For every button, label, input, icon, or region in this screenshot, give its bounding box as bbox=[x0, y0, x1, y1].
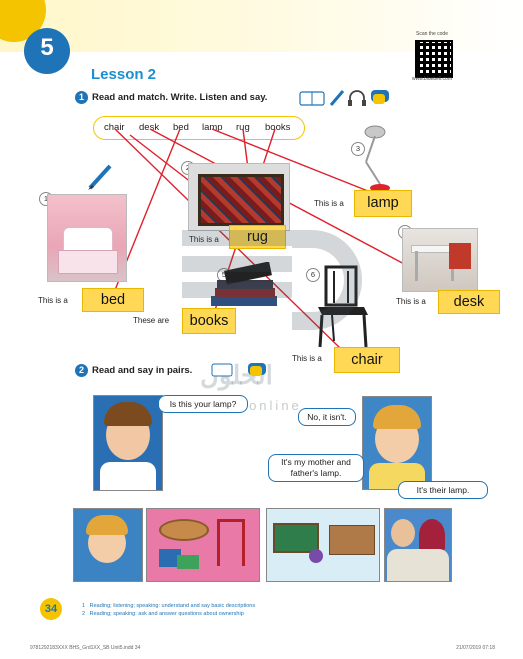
pencil-icon bbox=[88, 164, 112, 190]
activity-1-instruction: Read and match. Write. Listen and say. bbox=[92, 92, 268, 103]
chair-picture bbox=[318, 265, 368, 348]
bedroom-picture bbox=[47, 194, 127, 282]
item-2-prompt: This is a bbox=[189, 235, 219, 244]
headphones-icon bbox=[348, 90, 366, 106]
boy-thumbnail bbox=[73, 508, 143, 582]
page-number: 34 bbox=[40, 598, 62, 620]
qr-url: www.bluebell.com bbox=[411, 76, 453, 82]
book-icon bbox=[211, 363, 233, 377]
word-bank-item: desk bbox=[139, 122, 160, 133]
footer-note-1: 1 Reading; listening; speaking: understa… bbox=[82, 603, 255, 609]
item-4-answer[interactable]: desk bbox=[438, 290, 500, 314]
item-4-prompt: This is a bbox=[396, 297, 426, 306]
qr-code-icon[interactable] bbox=[415, 40, 453, 78]
item-2-answer[interactable]: rug bbox=[229, 225, 286, 249]
activity-icons bbox=[299, 90, 389, 106]
qr-caption: Scan the code bbox=[416, 31, 448, 37]
footer-note-1-text: Reading; listening; speaking: understand… bbox=[89, 603, 256, 609]
speech-bubble-4: It's their lamp. bbox=[398, 481, 488, 499]
watermark-logo-icon bbox=[182, 230, 362, 330]
match-line-desk bbox=[149, 128, 441, 284]
speech-bubble-icon bbox=[248, 363, 266, 376]
item-5-prompt: These are bbox=[133, 316, 170, 325]
activity-2-icons bbox=[211, 363, 266, 377]
word-bank-item: chair bbox=[104, 122, 125, 133]
footer-note-2-number: 2 bbox=[82, 611, 86, 617]
word-bank-item: rug bbox=[236, 122, 250, 133]
activity-1-number: 1 bbox=[75, 91, 88, 104]
pencil-icon bbox=[329, 90, 345, 106]
unit-number: 5 bbox=[40, 34, 54, 61]
word-bank-item: lamp bbox=[202, 122, 223, 133]
print-slug-right: 21/07/2019 07:18 bbox=[456, 645, 495, 651]
item-6-number: 6 bbox=[306, 268, 320, 282]
parents-picture bbox=[384, 508, 452, 582]
speech-bubble-1: Is this your lamp? bbox=[158, 395, 248, 413]
word-bank-item: bed bbox=[173, 122, 189, 133]
item-5-answer[interactable]: books bbox=[182, 308, 236, 334]
print-slug-left: 9781292183XXX BHS_Grd1XX_SB Unit5.indd 3… bbox=[30, 645, 141, 651]
footer-note-2-text: Reading; speaking: ask and answer questi… bbox=[89, 611, 244, 617]
match-line-chair bbox=[114, 128, 341, 349]
item-3-answer[interactable]: lamp bbox=[354, 190, 412, 217]
books-picture bbox=[211, 262, 277, 306]
item-1-prompt: This is a bbox=[38, 296, 68, 305]
speech-bubble-3: It's my mother and father's lamp. bbox=[268, 454, 364, 482]
activity-2-number: 2 bbox=[75, 364, 88, 377]
item-3-number: 3 bbox=[351, 142, 365, 156]
footer-note-1-number: 1 bbox=[82, 603, 86, 609]
boy-right-picture bbox=[362, 396, 432, 490]
unit-badge bbox=[24, 28, 70, 74]
book-icon bbox=[299, 91, 325, 106]
boy-left-picture bbox=[93, 395, 163, 491]
item-1-answer[interactable]: bed bbox=[82, 288, 144, 312]
lesson-title: Lesson 2 bbox=[91, 66, 157, 83]
speech-bubble-2: No, it isn't. bbox=[298, 408, 356, 426]
item-3-prompt: This is a bbox=[314, 199, 344, 208]
pink-room-objects-picture bbox=[146, 508, 260, 582]
footer-note-2: 2 Reading; speaking: ask and answer ques… bbox=[82, 611, 244, 617]
lamp-picture bbox=[364, 125, 390, 192]
word-bank: chair desk bed lamp rug books bbox=[93, 116, 305, 140]
activity-2-instruction: Read and say in pairs. bbox=[92, 365, 193, 376]
item-6-answer[interactable]: chair bbox=[334, 347, 400, 373]
print-slug: 9781292183XXX BHS_Grd1XX_SB Unit5.indd 3… bbox=[30, 645, 495, 651]
blue-room-objects-picture bbox=[266, 508, 380, 582]
match-line-lamp bbox=[211, 128, 379, 196]
speech-bubble-icon bbox=[371, 90, 389, 104]
item-6-prompt: This is a bbox=[292, 354, 322, 363]
rug-picture bbox=[188, 163, 290, 231]
desk-picture bbox=[402, 228, 478, 292]
word-bank-item: books bbox=[265, 122, 291, 133]
